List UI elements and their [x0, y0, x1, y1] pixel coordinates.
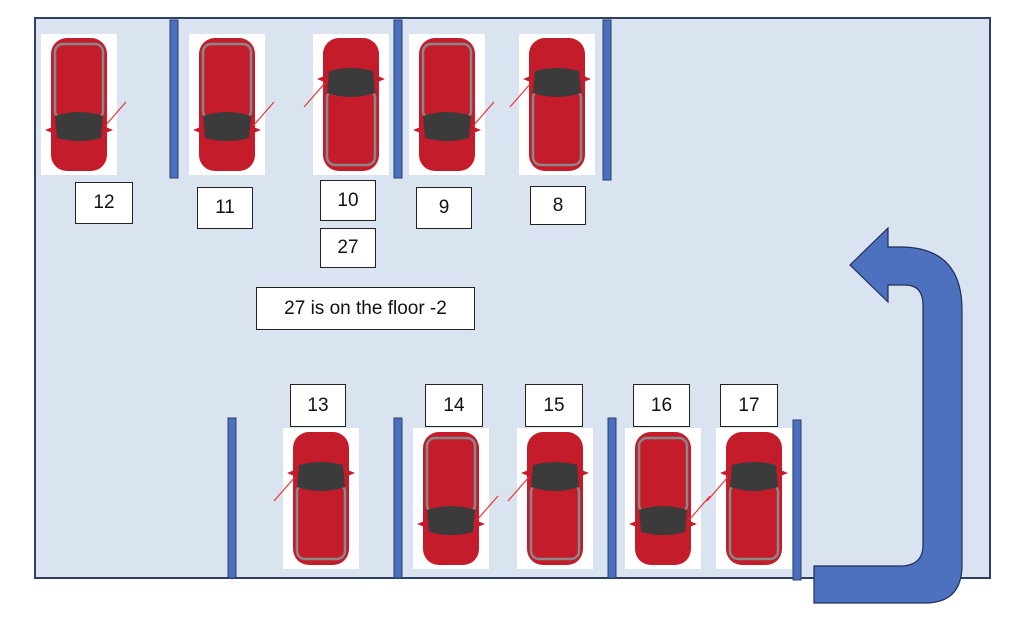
- floor-note: 27 is on the floor -2: [256, 287, 475, 330]
- spot-label-9: 9: [416, 187, 472, 229]
- spot-label-15: 15: [525, 384, 583, 427]
- divider: [602, 19, 612, 181]
- divider: [792, 419, 802, 581]
- spot-label-17: 17: [720, 384, 778, 427]
- spot-label-16: 16: [633, 384, 690, 427]
- car-spot-15: [506, 426, 595, 571]
- divider: [607, 417, 617, 579]
- spot-label-11: 11: [197, 187, 253, 229]
- car-spot-8: [508, 32, 597, 177]
- spot-label-10: 10: [320, 180, 376, 221]
- car-spot-14: [411, 426, 500, 571]
- spot-label-27: 27: [320, 228, 376, 268]
- car-spot-16: [623, 426, 712, 571]
- divider: [227, 417, 237, 579]
- u-turn-arrow-icon: [813, 226, 963, 604]
- car-spot-11: [187, 32, 276, 177]
- car-spot-13: [272, 426, 361, 571]
- spot-label-13: 13: [290, 384, 346, 427]
- divider: [393, 19, 403, 179]
- car-spot-10: [302, 32, 391, 177]
- divider: [169, 19, 179, 179]
- divider: [393, 417, 403, 579]
- car-spot-17: [705, 426, 794, 571]
- car-spot-12: [39, 32, 128, 177]
- spot-label-8: 8: [530, 186, 586, 225]
- car-spot-9: [407, 32, 496, 177]
- spot-label-14: 14: [425, 384, 483, 427]
- spot-label-12: 12: [75, 182, 133, 224]
